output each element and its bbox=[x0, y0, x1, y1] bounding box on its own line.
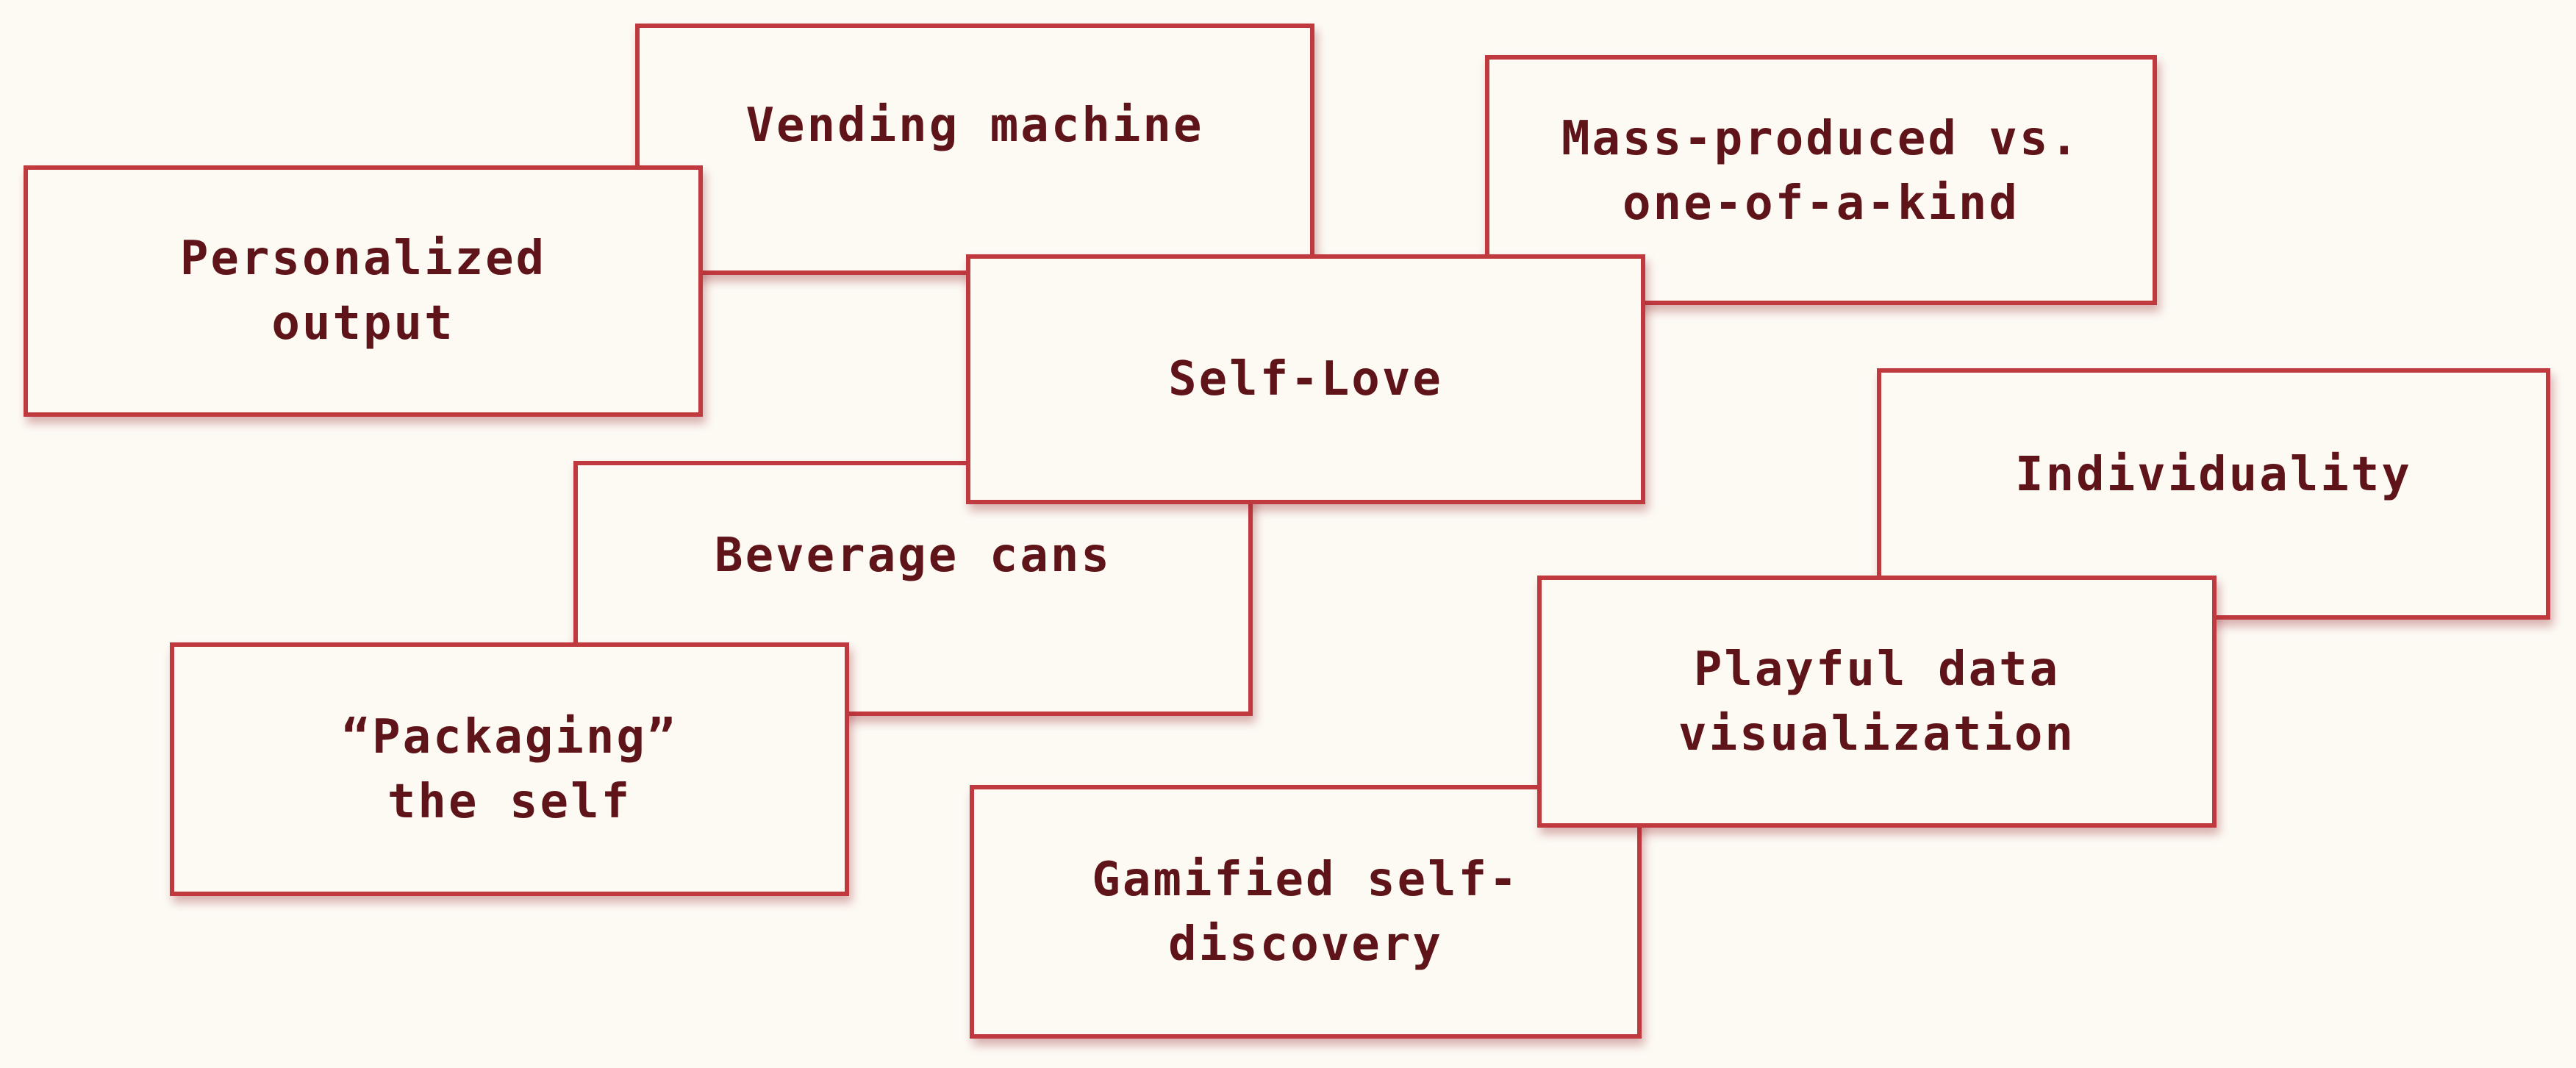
card-individuality: Individuality bbox=[1877, 368, 2550, 620]
card-label: Mass-produced vs. one-of-a-kind bbox=[1561, 112, 2081, 231]
card-label: Self-Love bbox=[1168, 352, 1443, 406]
card-label: Gamified self- discovery bbox=[1092, 852, 1520, 972]
card-vending-machine: Vending machine bbox=[635, 24, 1314, 275]
card-self-love: Self-Love bbox=[966, 254, 1645, 504]
card-label: “Packaging” the self bbox=[341, 709, 678, 829]
card-label: Personalized output bbox=[179, 232, 547, 351]
card-label: Individuality bbox=[2015, 448, 2412, 502]
card-label: Beverage cans bbox=[715, 528, 1112, 583]
card-gamified-self-discovery: Gamified self- discovery bbox=[970, 785, 1642, 1039]
card-packaging-the-self: “Packaging” the self bbox=[170, 642, 849, 896]
card-personalized-output: Personalized output bbox=[24, 165, 703, 417]
card-label: Playful data visualization bbox=[1678, 642, 2075, 761]
card-playful-data-visualization: Playful data visualization bbox=[1537, 576, 2217, 828]
card-label: Vending machine bbox=[745, 98, 1204, 153]
